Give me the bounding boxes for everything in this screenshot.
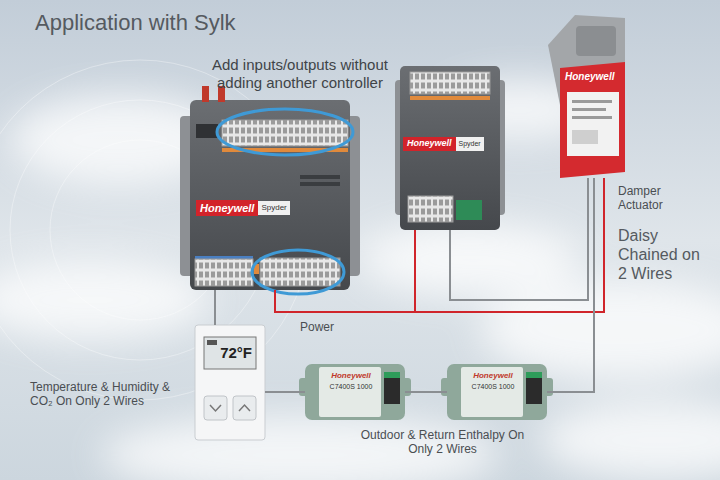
sensor-body-part [526, 372, 542, 378]
actuator-body-part [567, 92, 619, 156]
device-sublabel: Spyder [456, 137, 484, 151]
controller-housing-part [300, 182, 340, 186]
text-group: HoneywellSpyder [196, 200, 290, 216]
controller-housing-part [196, 124, 218, 138]
sensor-body-part [447, 364, 547, 420]
text-group: HoneywellSpyder [403, 137, 484, 151]
text-group: HoneywellC7400S 1000 [463, 371, 523, 390]
controller-housing-part [260, 258, 340, 286]
actuator-body-part [576, 26, 616, 56]
device-label: Honeywell [473, 371, 513, 380]
note-text: Temperature & Humidity & CO₂ On Only 2 W… [30, 380, 180, 409]
text-group: 72°F [204, 337, 256, 361]
thermostat-body-part [239, 405, 250, 411]
sensor-body [299, 364, 553, 420]
bus-wire [405, 391, 447, 393]
actuator-body-part [572, 130, 598, 144]
expansion-housing-part [410, 96, 490, 100]
part-label: Damper Actuator [618, 184, 688, 213]
sensor-module: HoneywellC7400S 1000 [447, 362, 547, 420]
actuator-body-part [560, 62, 625, 178]
callout-text: Add inputs/outputs without adding anothe… [190, 56, 410, 92]
power-wire [275, 178, 604, 312]
controller-housing-part [202, 86, 209, 102]
highlight-ellipse-part [217, 109, 353, 155]
thermostat-body-part [233, 396, 256, 420]
wire-label: Power [300, 320, 360, 334]
cloud-part [360, 225, 580, 295]
device-sublabel: C7400S 1000 [330, 383, 373, 390]
expansion-housing-part [408, 196, 453, 222]
expansion-housing-part [400, 66, 500, 230]
device-sublabel: C7400S 1000 [472, 383, 515, 390]
actuator-body-part [572, 116, 612, 119]
damper-actuator: Honeywell [548, 15, 625, 178]
cloud-part [0, 260, 210, 340]
device-label: 72°F [220, 337, 256, 361]
actuator-body-part [572, 108, 606, 111]
thermostat-body-part [204, 337, 256, 369]
device-label: Honeywell [403, 137, 456, 151]
actuator-body-part [572, 100, 612, 103]
thermostat-body-part [210, 405, 221, 411]
expansion-module: HoneywellSpyder [395, 65, 505, 230]
bus-wire [265, 391, 305, 393]
device-sublabel: Spyder [258, 201, 289, 216]
highlight-ellipse-part [252, 250, 344, 294]
expansion-housing [395, 66, 505, 230]
actuator-body [548, 15, 625, 178]
diagram-title: Application with Sylk [35, 10, 236, 36]
controller-housing-part [190, 100, 350, 290]
sensor-body-part [319, 367, 381, 417]
sensor-body-part [305, 364, 405, 420]
controller-module: HoneywellSpyder [180, 100, 360, 290]
sensor-module: HoneywellC7400S 1000 [305, 362, 405, 420]
note-text: Daisy Chained on 2 Wires [618, 226, 710, 284]
thermostat-body-part [204, 396, 227, 420]
thermostat-body [195, 325, 265, 440]
expansion-housing-part [408, 196, 453, 222]
cloud-part [540, 400, 720, 480]
thermostat-body-part [207, 340, 217, 345]
controller-housing-part [222, 120, 348, 146]
controller-housing-part [222, 120, 348, 146]
cloud [0, 80, 720, 480]
power-wire [275, 230, 415, 312]
sensor-body-part [384, 378, 400, 404]
sensor-body-part [526, 378, 542, 404]
controller-housing-part [195, 259, 253, 286]
expansion-housing-part [410, 72, 490, 94]
sensor-body-part [384, 372, 400, 378]
expansion-housing-part [456, 200, 482, 220]
bus-wire [547, 178, 594, 392]
bus-wire [214, 290, 216, 325]
device-label: Honeywell [196, 200, 258, 216]
note-text: Outdoor & Return Enthalpy On Only 2 Wire… [355, 428, 530, 457]
device-label: Honeywell [565, 71, 614, 82]
controller-housing-part [260, 258, 340, 286]
sensor-body-part [461, 367, 523, 417]
controller-housing-part [195, 259, 253, 286]
bus-wire [450, 178, 588, 300]
controller-housing-part [300, 175, 340, 179]
text-group: Honeywell [565, 71, 614, 82]
expansion-housing-part [410, 72, 490, 94]
thermostat: 72°F [195, 325, 265, 440]
text-group: HoneywellC7400S 1000 [321, 371, 381, 390]
device-label: Honeywell [331, 371, 371, 380]
thermostat-body-part [195, 325, 265, 440]
